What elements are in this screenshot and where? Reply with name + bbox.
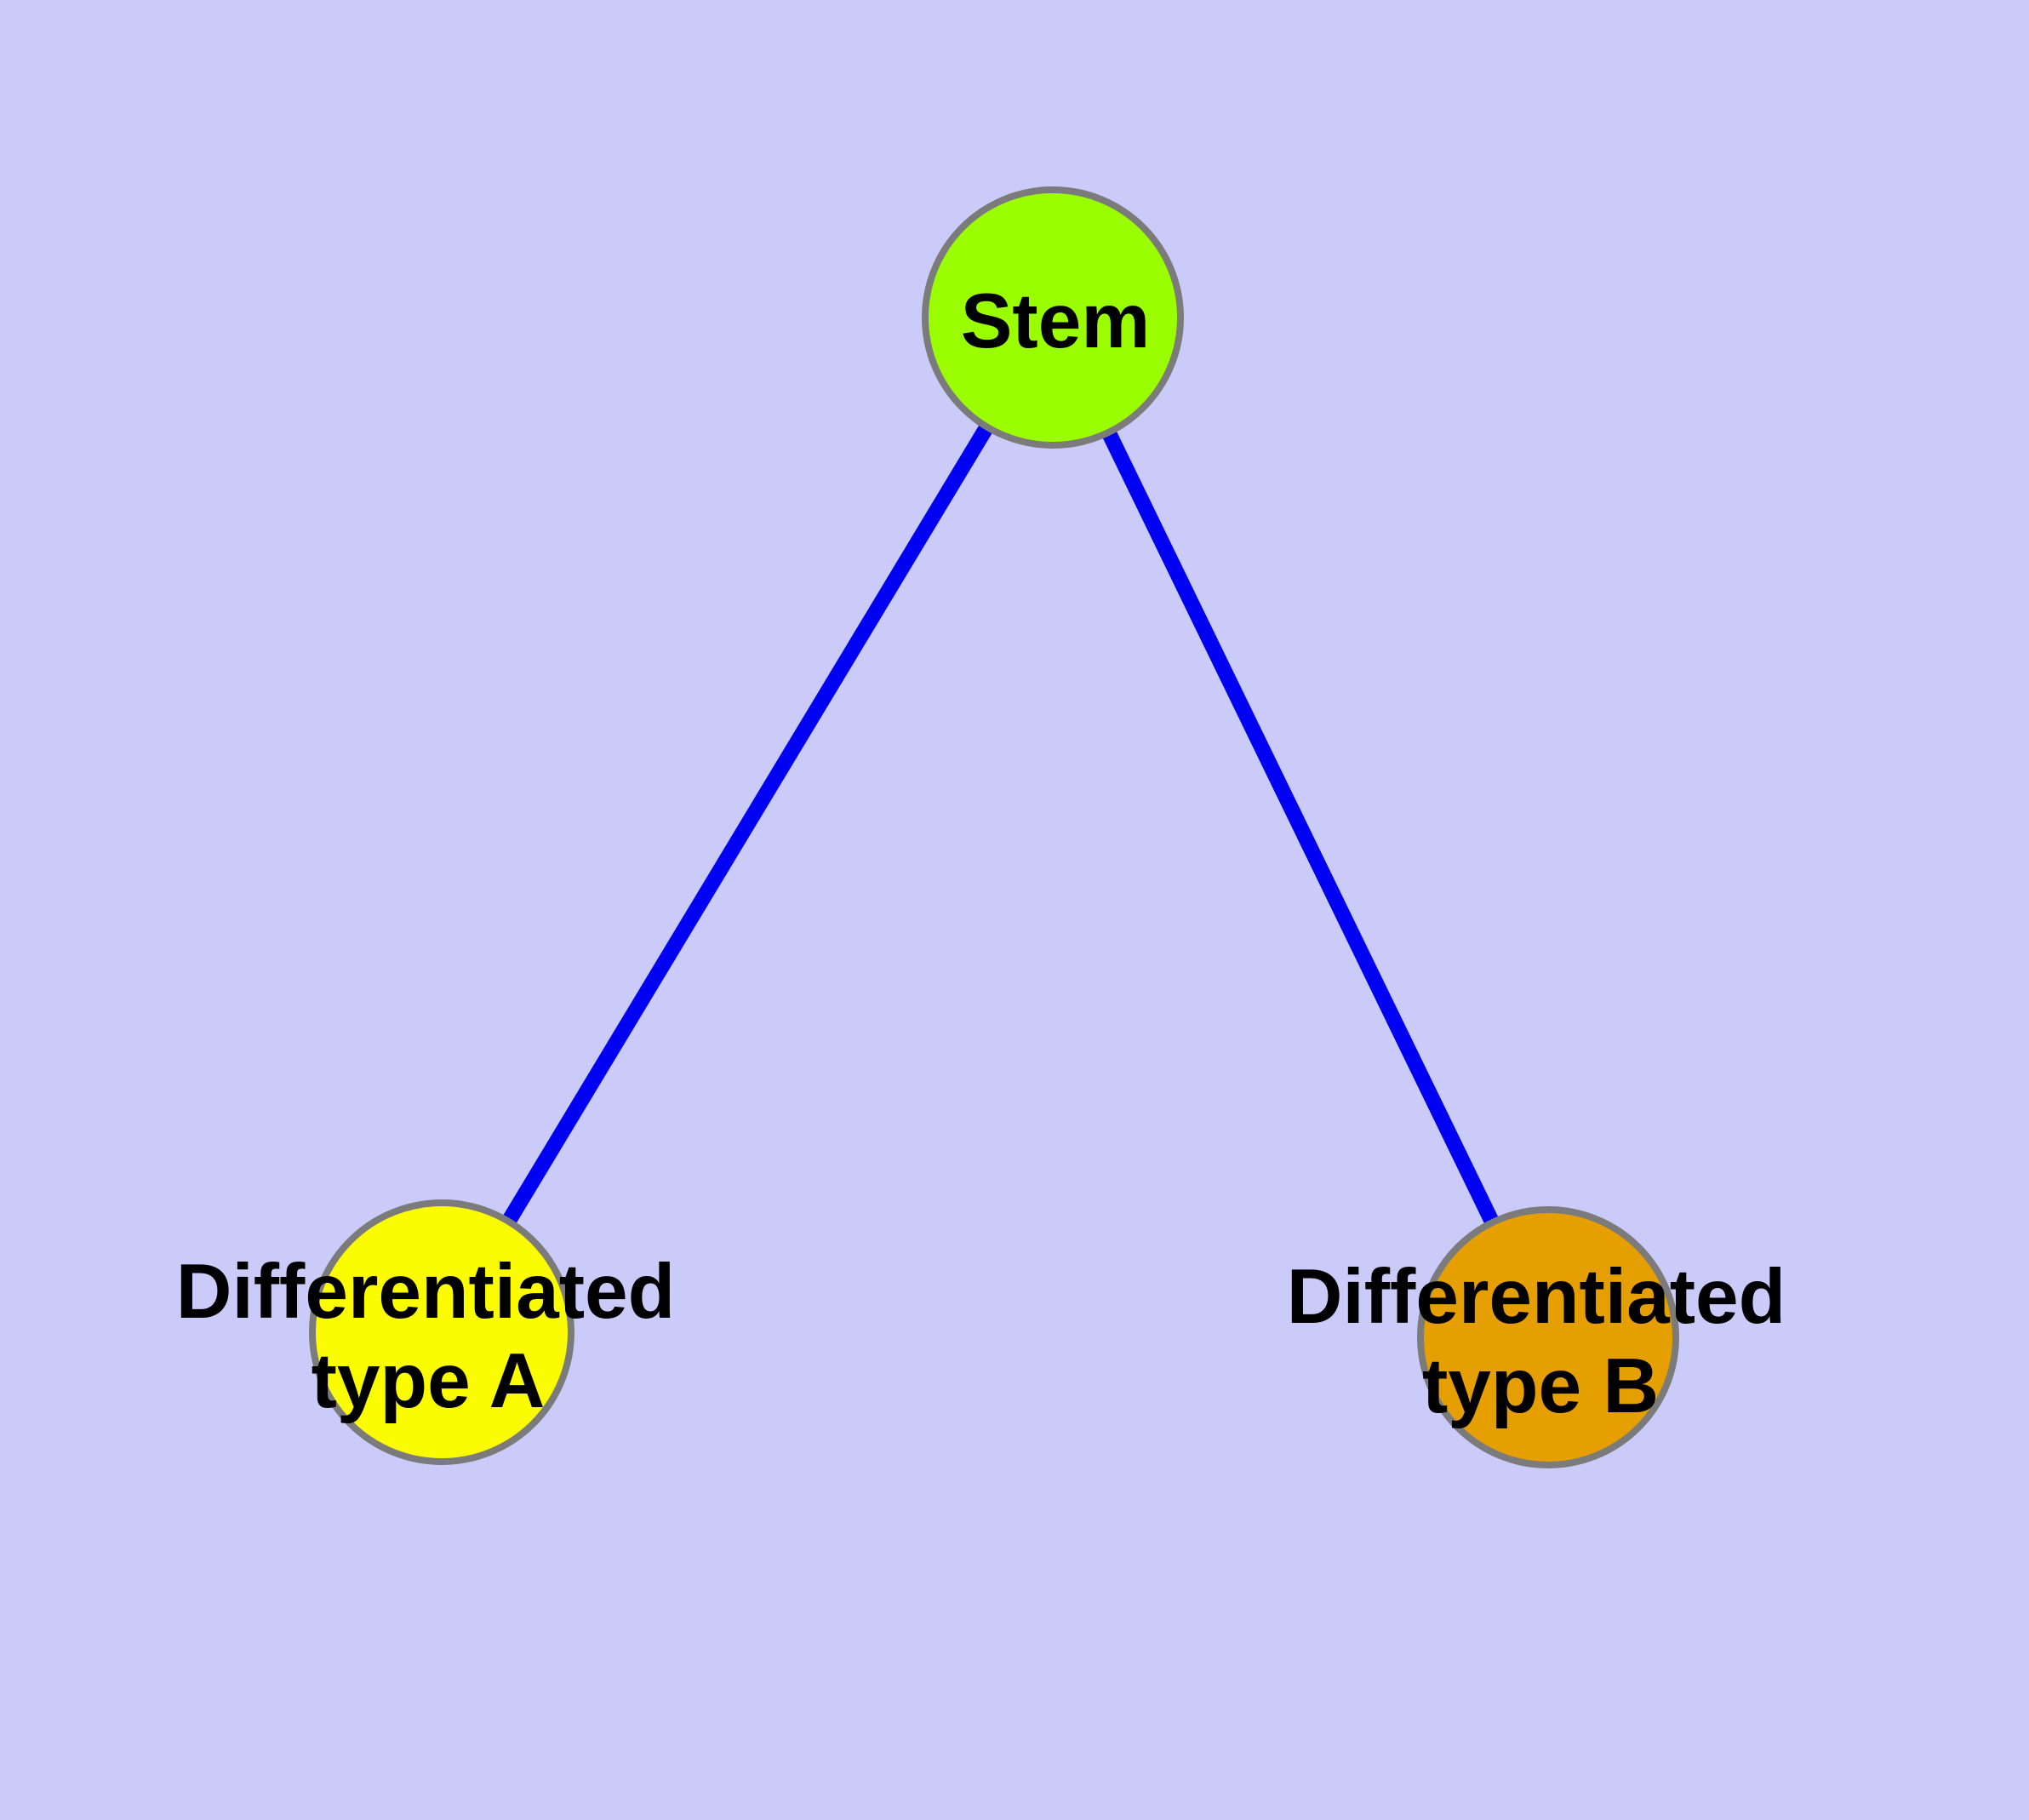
node-stem-label: Stem <box>961 278 1151 364</box>
node-type-b-label-line2: type B <box>1422 1343 1659 1429</box>
node-type-b-label-line1: Differentiated <box>1287 1254 1786 1340</box>
node-differentiated-type-b <box>1417 1206 1679 1468</box>
node-type-a-label-line1: Differentiated <box>176 1249 676 1335</box>
edge-stem-to-type-a <box>435 313 1060 1336</box>
edge-stem-to-type-b <box>1045 314 1556 1341</box>
node-stem <box>922 186 1184 449</box>
node-type-a-label-line2: type A <box>311 1338 546 1424</box>
node-differentiated-type-a <box>309 1199 574 1465</box>
